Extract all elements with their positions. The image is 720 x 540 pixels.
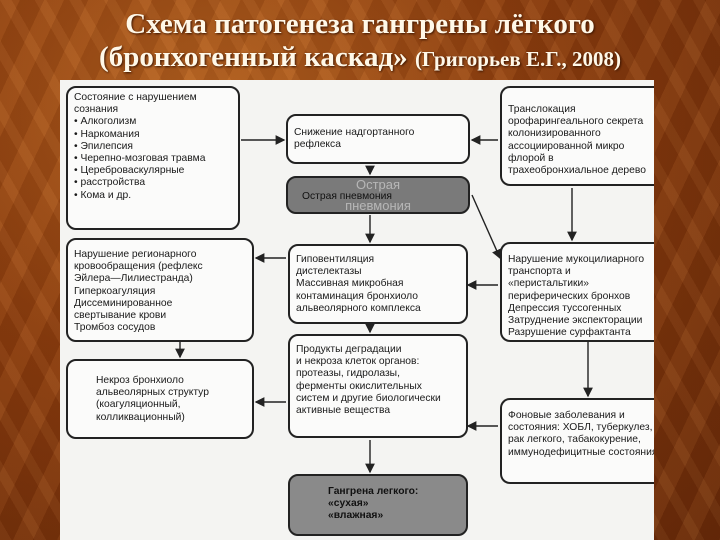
epiglottis-line-1: Снижение надгортанного — [294, 127, 415, 138]
necrosis-line: альвеолярных структур — [96, 387, 209, 399]
hypoventilation-line: альвеолярного комплекса — [296, 302, 421, 314]
translocation-line: орофарингеального секрета — [508, 116, 644, 128]
title-line-1: Схема патогенеза гангрены лёгкого — [125, 8, 595, 40]
circulation-line: свертывание крови — [74, 310, 167, 322]
consciousness-item: Цереброваскулярные — [74, 165, 232, 177]
necrosis-line: Некроз бронхиоло — [96, 375, 184, 386]
mucociliary-line: Затруднение экспекторации — [508, 315, 643, 327]
title-subtitle: (бронхогенный каскад» — [99, 41, 408, 73]
gangrene-line: Гангрена легкого: — [328, 486, 419, 497]
epiglottis-line-2: рефлекса — [294, 139, 341, 151]
circulation-line: Гиперкоагуляция — [74, 285, 156, 297]
consciousness-item: Черепно-мозговая травма — [74, 153, 232, 165]
translocation-line: флорой в — [508, 152, 554, 164]
necrosis-line: колликвационный) — [96, 411, 185, 423]
degradation-line: ферменты окислительных — [296, 380, 422, 392]
title-line-2: (бронхогенный каскад» (Григорьев Е.Г., 2… — [99, 41, 621, 73]
pneumonia-ghost-text-2: пневмония — [345, 198, 411, 213]
mucociliary-line: Нарушение мукоцилиарного — [508, 254, 645, 265]
mucociliary-line: периферических бронхов — [508, 290, 631, 302]
arrow-pneumonia-to-mucociliary — [471, 194, 502, 260]
mucociliary-line: транспорта и — [508, 266, 571, 278]
mucociliary-line: Депрессия туссогенных — [508, 302, 622, 314]
box-translocation: Транслокация орофарингеального секрета к… — [500, 86, 654, 186]
background-line: Фоновые заболевания и — [508, 410, 625, 421]
pneumonia-label: Острая пневмония — [302, 191, 392, 202]
box-impaired-consciousness: Состояние с нарушением сознания Алкоголи… — [66, 86, 240, 230]
gangrene-line: «влажная» — [328, 510, 384, 522]
circulation-line: Диссеминированное — [74, 297, 173, 309]
circulation-line: Эйлера—Лилиестранда) — [74, 273, 193, 285]
circulation-line: Нарушение регионарного — [74, 249, 197, 260]
necrosis-line: (коагуляционный, — [96, 399, 181, 411]
hypoventilation-line: контаминация бронхиоло — [296, 290, 418, 302]
box-lung-gangrene: Гангрена легкого: «сухая» «влажная» — [288, 474, 468, 536]
consciousness-item: Кома и др. — [74, 190, 232, 202]
degradation-line: и некроза клеток органов: — [296, 356, 420, 368]
box-epiglottal-reflex: Снижение надгортанного рефлекса — [286, 114, 470, 164]
diagram-arrows — [175, 135, 593, 474]
consciousness-item: Алкоголизм — [74, 116, 232, 128]
degradation-line: протеазы, гидролазы, — [296, 368, 400, 380]
consciousness-item: Наркомания — [74, 129, 232, 141]
box-bronchioloalveolar-necrosis: Некроз бронхиоло альвеолярных структур (… — [66, 359, 254, 439]
consciousness-item: Эпилепсия — [74, 141, 232, 153]
mucociliary-line: «перистальтики» — [508, 278, 590, 290]
box-mucociliary-transport: Нарушение мукоцилиарного транспорта и «п… — [500, 242, 654, 342]
pneumonia-ghost-text-1: Острая — [355, 177, 401, 192]
box-regional-circulation: Нарушение регионарного кровообращения (р… — [66, 238, 254, 342]
box-hypoventilation: Гиповентиляция дистелектазы Массивная ми… — [288, 244, 468, 324]
translocation-line: Транслокация — [508, 104, 576, 115]
pathogenesis-diagram: Состояние с нарушением сознания Алкоголи… — [60, 80, 654, 540]
hypoventilation-line: дистелектазы — [296, 266, 362, 278]
background-line: рак легкого, табакокурение, — [508, 434, 641, 446]
box-degradation-products: Продукты деградации и некроза клеток орг… — [288, 334, 468, 438]
degradation-line: систем и другие биологически — [296, 392, 441, 404]
consciousness-item: расстройства — [74, 177, 232, 189]
consciousness-line-2: сознания — [74, 104, 119, 116]
slide-title: Схема патогенеза гангрены лёгкого (бронх… — [0, 8, 720, 76]
box-background-diseases: Фоновые заболевания и состояния: ХОБЛ, т… — [500, 398, 654, 484]
translocation-line: трахеобронхиальное дерево — [508, 165, 646, 177]
circulation-line: кровообращения (рефлекс — [74, 261, 203, 273]
hypoventilation-line: Гиповентиляция — [296, 254, 375, 265]
translocation-line: ассоциированной микро — [508, 140, 625, 152]
box-acute-pneumonia: Острая Острая пневмония пневмония — [286, 176, 470, 214]
circulation-line: Тромбоз сосудов — [74, 322, 156, 334]
degradation-line: Продукты деградации — [296, 344, 402, 355]
consciousness-line-1: Состояние с нарушением — [74, 92, 197, 103]
translocation-line: колонизированного — [508, 128, 601, 140]
background-line: иммунодефицитные состояния — [508, 446, 654, 458]
gangrene-line: «сухая» — [328, 498, 369, 510]
background-line: состояния: ХОБЛ, туберкулез, — [508, 422, 653, 434]
degradation-line: активные вещества — [296, 405, 391, 417]
title-reference: (Григорьев Е.Г., 2008) — [414, 47, 621, 71]
hypoventilation-line: Массивная микробная — [296, 278, 404, 290]
mucociliary-line: Разрушение сурфактанта — [508, 327, 631, 339]
